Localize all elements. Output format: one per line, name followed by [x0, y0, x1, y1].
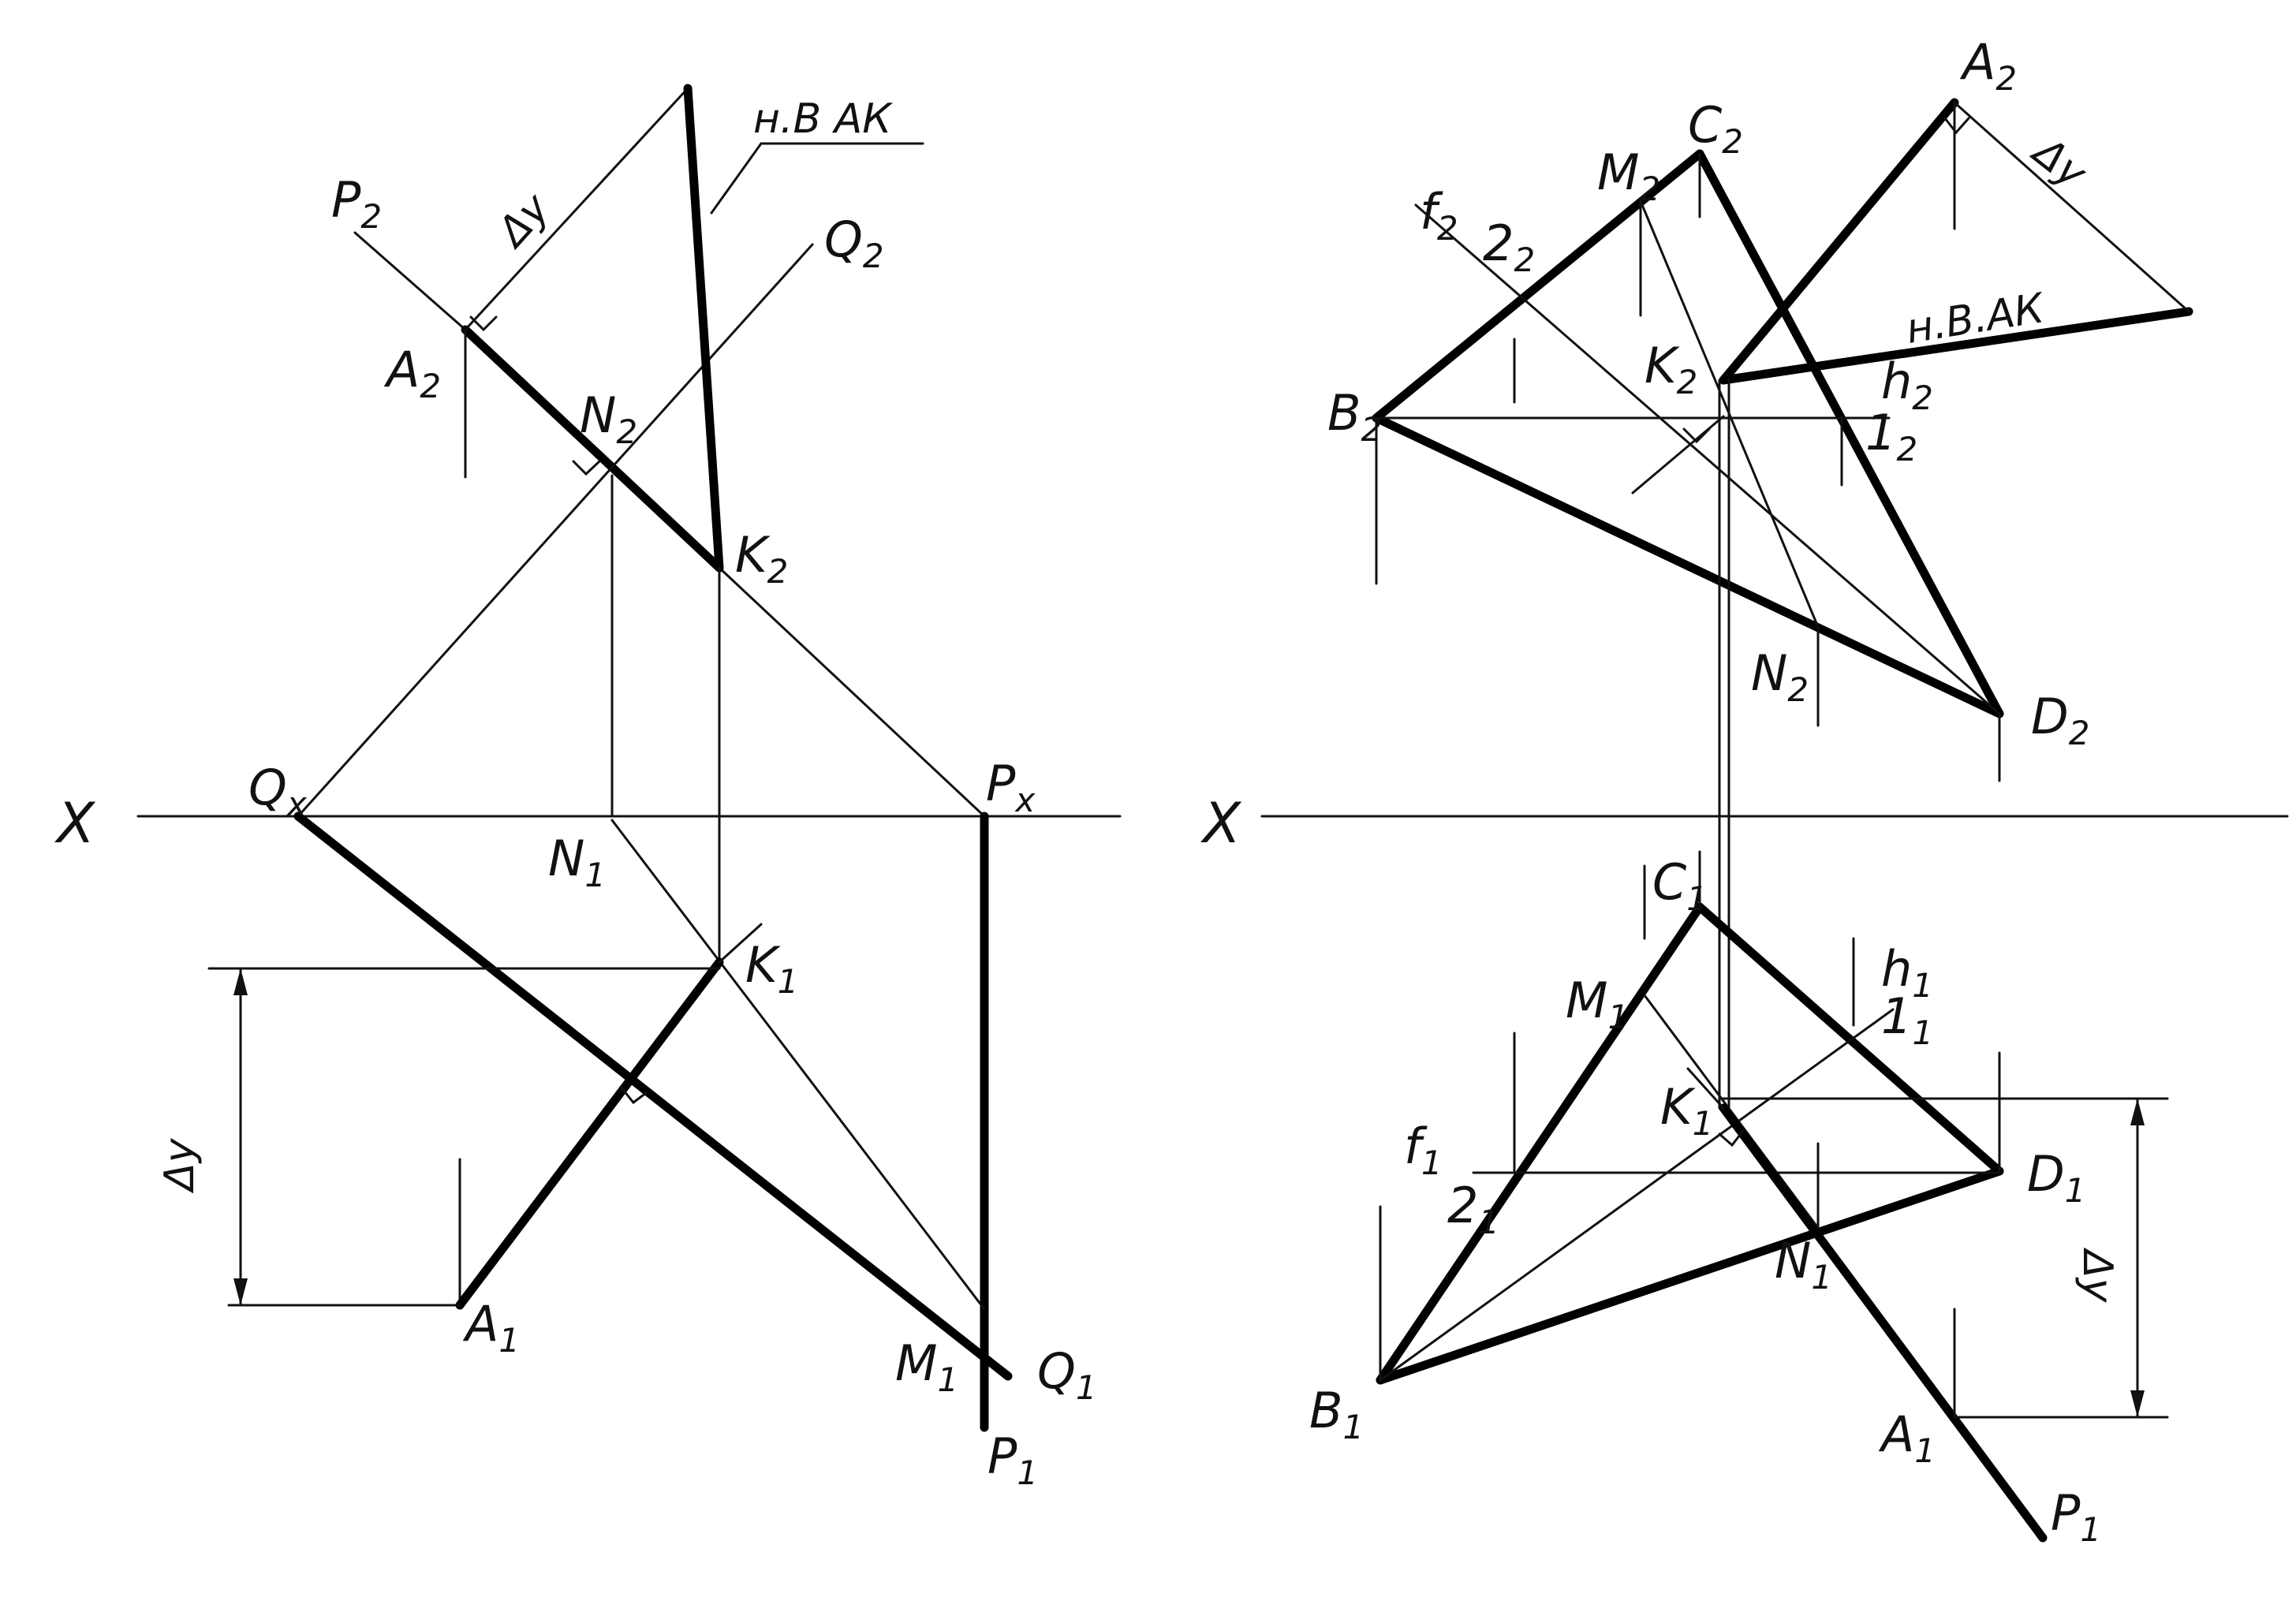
left-label-k-top: K1	[745, 936, 798, 1001]
left-label-m-top: M1	[895, 1334, 958, 1399]
right-angle-k1-right	[1718, 1129, 1745, 1147]
left-label-trace-p-top: P1	[987, 1427, 1038, 1492]
k1-extension	[718, 923, 763, 964]
right-label-h-top: h1	[1881, 940, 1933, 1005]
right-angle-a2-right	[1943, 117, 1970, 135]
axis-label-left: X	[54, 791, 96, 856]
true-size-note-left: н.В АК	[753, 95, 893, 143]
left-label-k-front: K2	[735, 526, 788, 591]
right-label-d-front: D2	[2031, 688, 2089, 752]
segment-a2-k2	[461, 325, 724, 573]
right-label-f-top: f1	[1404, 1118, 1443, 1182]
right-label-m-front: M2	[1597, 144, 1660, 208]
edge-b1-d1	[1376, 1166, 2004, 1385]
right-label-d-top: D1	[2027, 1145, 2085, 1210]
note-leader-left	[710, 142, 763, 215]
right-label-pt1-top: 11	[1881, 987, 1933, 1052]
right-angle-k2	[1682, 427, 1711, 444]
k1-ext-up	[1686, 1067, 1725, 1110]
right-label-pt2-front: 22	[1483, 215, 1535, 279]
trace-q-top	[293, 812, 1013, 1381]
right-label-a-top: A1	[1878, 1405, 1936, 1470]
right-angle-k1	[619, 1085, 648, 1105]
left-label-trace-q-front: Q2	[824, 211, 884, 275]
right-angle-n2	[572, 460, 601, 476]
trace-q-front	[297, 243, 814, 818]
right-label-b-top: B1	[1309, 1382, 1364, 1446]
perpendicular-k2	[1631, 415, 1725, 494]
right-label-n-top: N1	[1775, 1232, 1832, 1297]
true-size-ak-left	[683, 84, 724, 573]
horizontal-h1	[1379, 1008, 1895, 1382]
edge-c1-d1	[1695, 902, 2004, 1176]
right-label-a-front: A2	[1959, 33, 2017, 98]
right-figure	[1260, 98, 2289, 1543]
true-size-ak-right	[1719, 307, 2193, 385]
right-label-c-front: C2	[1688, 96, 1743, 161]
dimension-arrow-head	[2130, 1390, 2145, 1417]
delta-y-top-left: Δy	[156, 1137, 203, 1194]
right-label-k-top: K1	[1660, 1078, 1713, 1143]
segment-k2-a2	[1719, 98, 1959, 385]
delta-y-front-right: Δy	[2022, 127, 2096, 199]
dimension-arrows	[233, 968, 2145, 1417]
dimension-arrow-head	[2130, 1099, 2145, 1125]
delta-y-top-right: Δy	[2074, 1247, 2121, 1304]
line-n1-m1	[610, 819, 986, 1311]
left-label-n-top: N1	[548, 830, 606, 894]
right-label-n-front: N2	[1751, 644, 1809, 709]
left-label-trace-q-top: Q1	[1037, 1342, 1097, 1407]
right-label-m-top: M1	[1566, 972, 1629, 1036]
right-angle-a2	[469, 315, 498, 332]
right-label-pt2-top: 21	[1447, 1177, 1499, 1241]
delta-y-front-left: Δy	[487, 184, 559, 257]
right-label-p-top: P1	[2051, 1484, 2101, 1549]
right-label-pt1-front: 12	[1865, 404, 1917, 468]
left-figure	[136, 84, 1122, 1432]
right-label-h-front: h2	[1881, 353, 1933, 417]
axis-label-right: X	[1200, 791, 1242, 856]
trace-p-front-lower	[718, 566, 986, 818]
left-label-a-top: A1	[462, 1295, 520, 1360]
edge-c2-d2	[1695, 149, 2004, 718]
right-label-b-front: B2	[1327, 384, 1382, 449]
right-label-k-front: K2	[1645, 337, 1697, 401]
delta-y-construction-right	[1953, 101, 2190, 313]
left-label-n-front: N2	[580, 386, 637, 451]
delta-y-construction-left	[464, 87, 689, 331]
edge-b2-c2	[1372, 149, 1704, 423]
left-label-vanish-p: Px	[986, 755, 1036, 819]
left-label-trace-p-front: P2	[331, 171, 382, 236]
trace-p-front-upper	[353, 231, 467, 331]
segment-a1-k1	[455, 957, 724, 1310]
perpendicular-p1	[1719, 1103, 2048, 1543]
frontal-f2	[1414, 203, 2001, 715]
right-label-f-front: f2	[1420, 183, 1458, 248]
edge-b1-c1	[1376, 902, 1704, 1385]
dimension-arrow-head	[233, 968, 248, 995]
edge-b2-d2	[1372, 413, 2004, 718]
left-label-vanish-q: Qx	[248, 759, 308, 823]
left-label-a-front: A2	[383, 341, 441, 405]
dimension-arrow-head	[233, 1278, 248, 1305]
right-label-c-top: C1	[1652, 853, 1708, 918]
